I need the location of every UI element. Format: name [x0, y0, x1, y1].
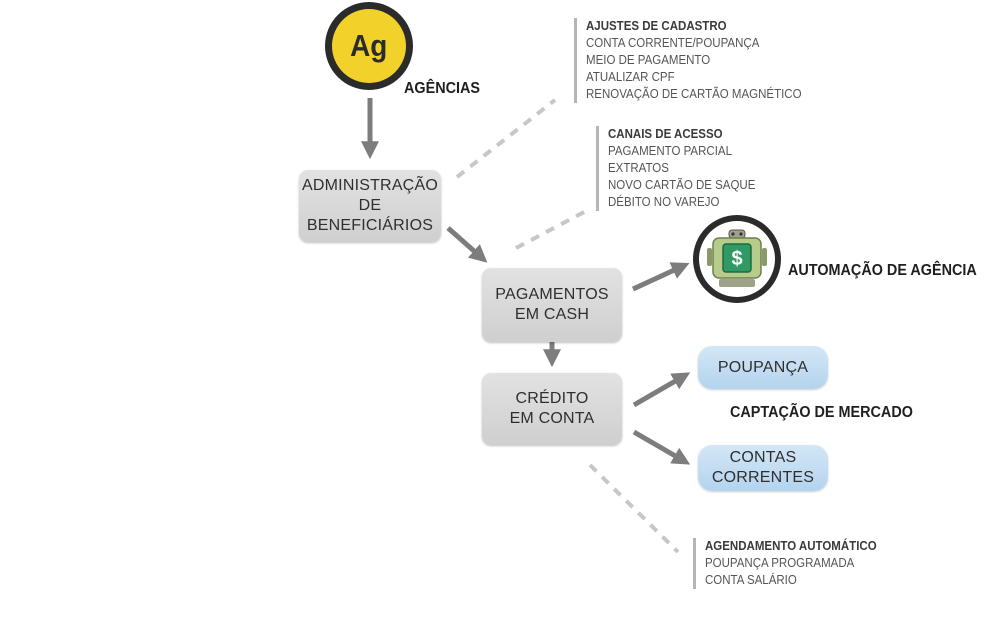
note-canais-item: DÉBITO NO VAREJO	[608, 195, 720, 209]
agencias-logo-text: Ag	[350, 28, 388, 63]
note-cadastro-title: AJUSTES DE CADASTRO	[586, 19, 727, 33]
note-agendamento-automatico: AGENDAMENTO AUTOMÁTICO POUPANÇA PROGRAMA…	[693, 538, 892, 589]
contas-line1: CONTAS	[729, 449, 797, 466]
arrow-credito-to-contas	[632, 429, 691, 465]
arrow-credito-to-poupanca	[632, 372, 691, 408]
agencias-logo: Ag	[325, 2, 413, 90]
note-cadastro-item: ATUALIZAR CPF	[586, 70, 675, 84]
note-agendamento-item: POUPANÇA PROGRAMADA	[705, 556, 855, 570]
robot-dollar-symbol: $	[731, 248, 743, 270]
contas-line2: CORRENTES	[711, 469, 815, 486]
captacao-label: CAPTAÇÃO DE MERCADO	[730, 404, 913, 421]
admin-line1: ADMINISTRAÇÃO	[302, 177, 438, 194]
arrow-admin-to-pagamentos	[446, 226, 488, 263]
arrow-pagamentos-to-automacao	[631, 262, 690, 292]
credito-line1: CRÉDITO	[515, 390, 589, 407]
note-canais-item: PAGAMENTO PARCIAL	[608, 144, 732, 158]
contas-correntes-box: CONTAS CORRENTES	[698, 445, 828, 491]
note-canais-title: CANAIS DE ACESSO	[608, 127, 723, 141]
note-canais-acesso: CANAIS DE ACESSO PAGAMENTO PARCIAL EXTRA…	[596, 126, 768, 211]
note-agendamento-item: CONTA SALÁRIO	[705, 573, 797, 587]
dotted-pagamentos-to-canais	[515, 208, 589, 250]
admin-line2: DE BENEFICIÁRIOS	[306, 197, 434, 234]
note-canais-item: EXTRATOS	[608, 161, 669, 175]
pagamentos-line2: EM CASH	[514, 306, 590, 323]
agencias-label: AGÊNCIAS	[404, 80, 481, 97]
robot-icon: $	[693, 215, 781, 303]
note-agendamento-title: AGENDAMENTO AUTOMÁTICO	[705, 539, 877, 553]
note-cadastro-item: MEIO DE PAGAMENTO	[586, 53, 711, 67]
admin-beneficiarios-box: ADMINISTRAÇÃO DE BENEFICIÁRIOS	[299, 170, 441, 242]
pagamentos-cash-box: PAGAMENTOS EM CASH	[482, 268, 622, 342]
automacao-label: AUTOMAÇÃO DE AGÊNCIA	[788, 262, 977, 279]
note-canais-item: NOVO CARTÃO DE SAQUE	[608, 178, 756, 192]
dotted-credito-to-agendamento	[588, 463, 680, 554]
credito-line2: EM CONTA	[509, 410, 595, 427]
note-cadastro-item: RENOVAÇÃO DE CARTÃO MAGNÉTICO	[586, 87, 802, 101]
poupanca-text: POUPANÇA	[717, 358, 809, 376]
credito-conta-box: CRÉDITO EM CONTA	[482, 373, 622, 445]
note-cadastro-item: CONTA CORRENTE/POUPANÇA	[586, 36, 760, 50]
pagamentos-line1: PAGAMENTOS	[495, 286, 609, 303]
dotted-admin-to-cadastro	[455, 98, 557, 179]
note-ajustes-cadastro: AJUSTES DE CADASTRO CONTA CORRENTE/POUPA…	[574, 18, 820, 103]
poupanca-box: POUPANÇA	[698, 346, 828, 389]
